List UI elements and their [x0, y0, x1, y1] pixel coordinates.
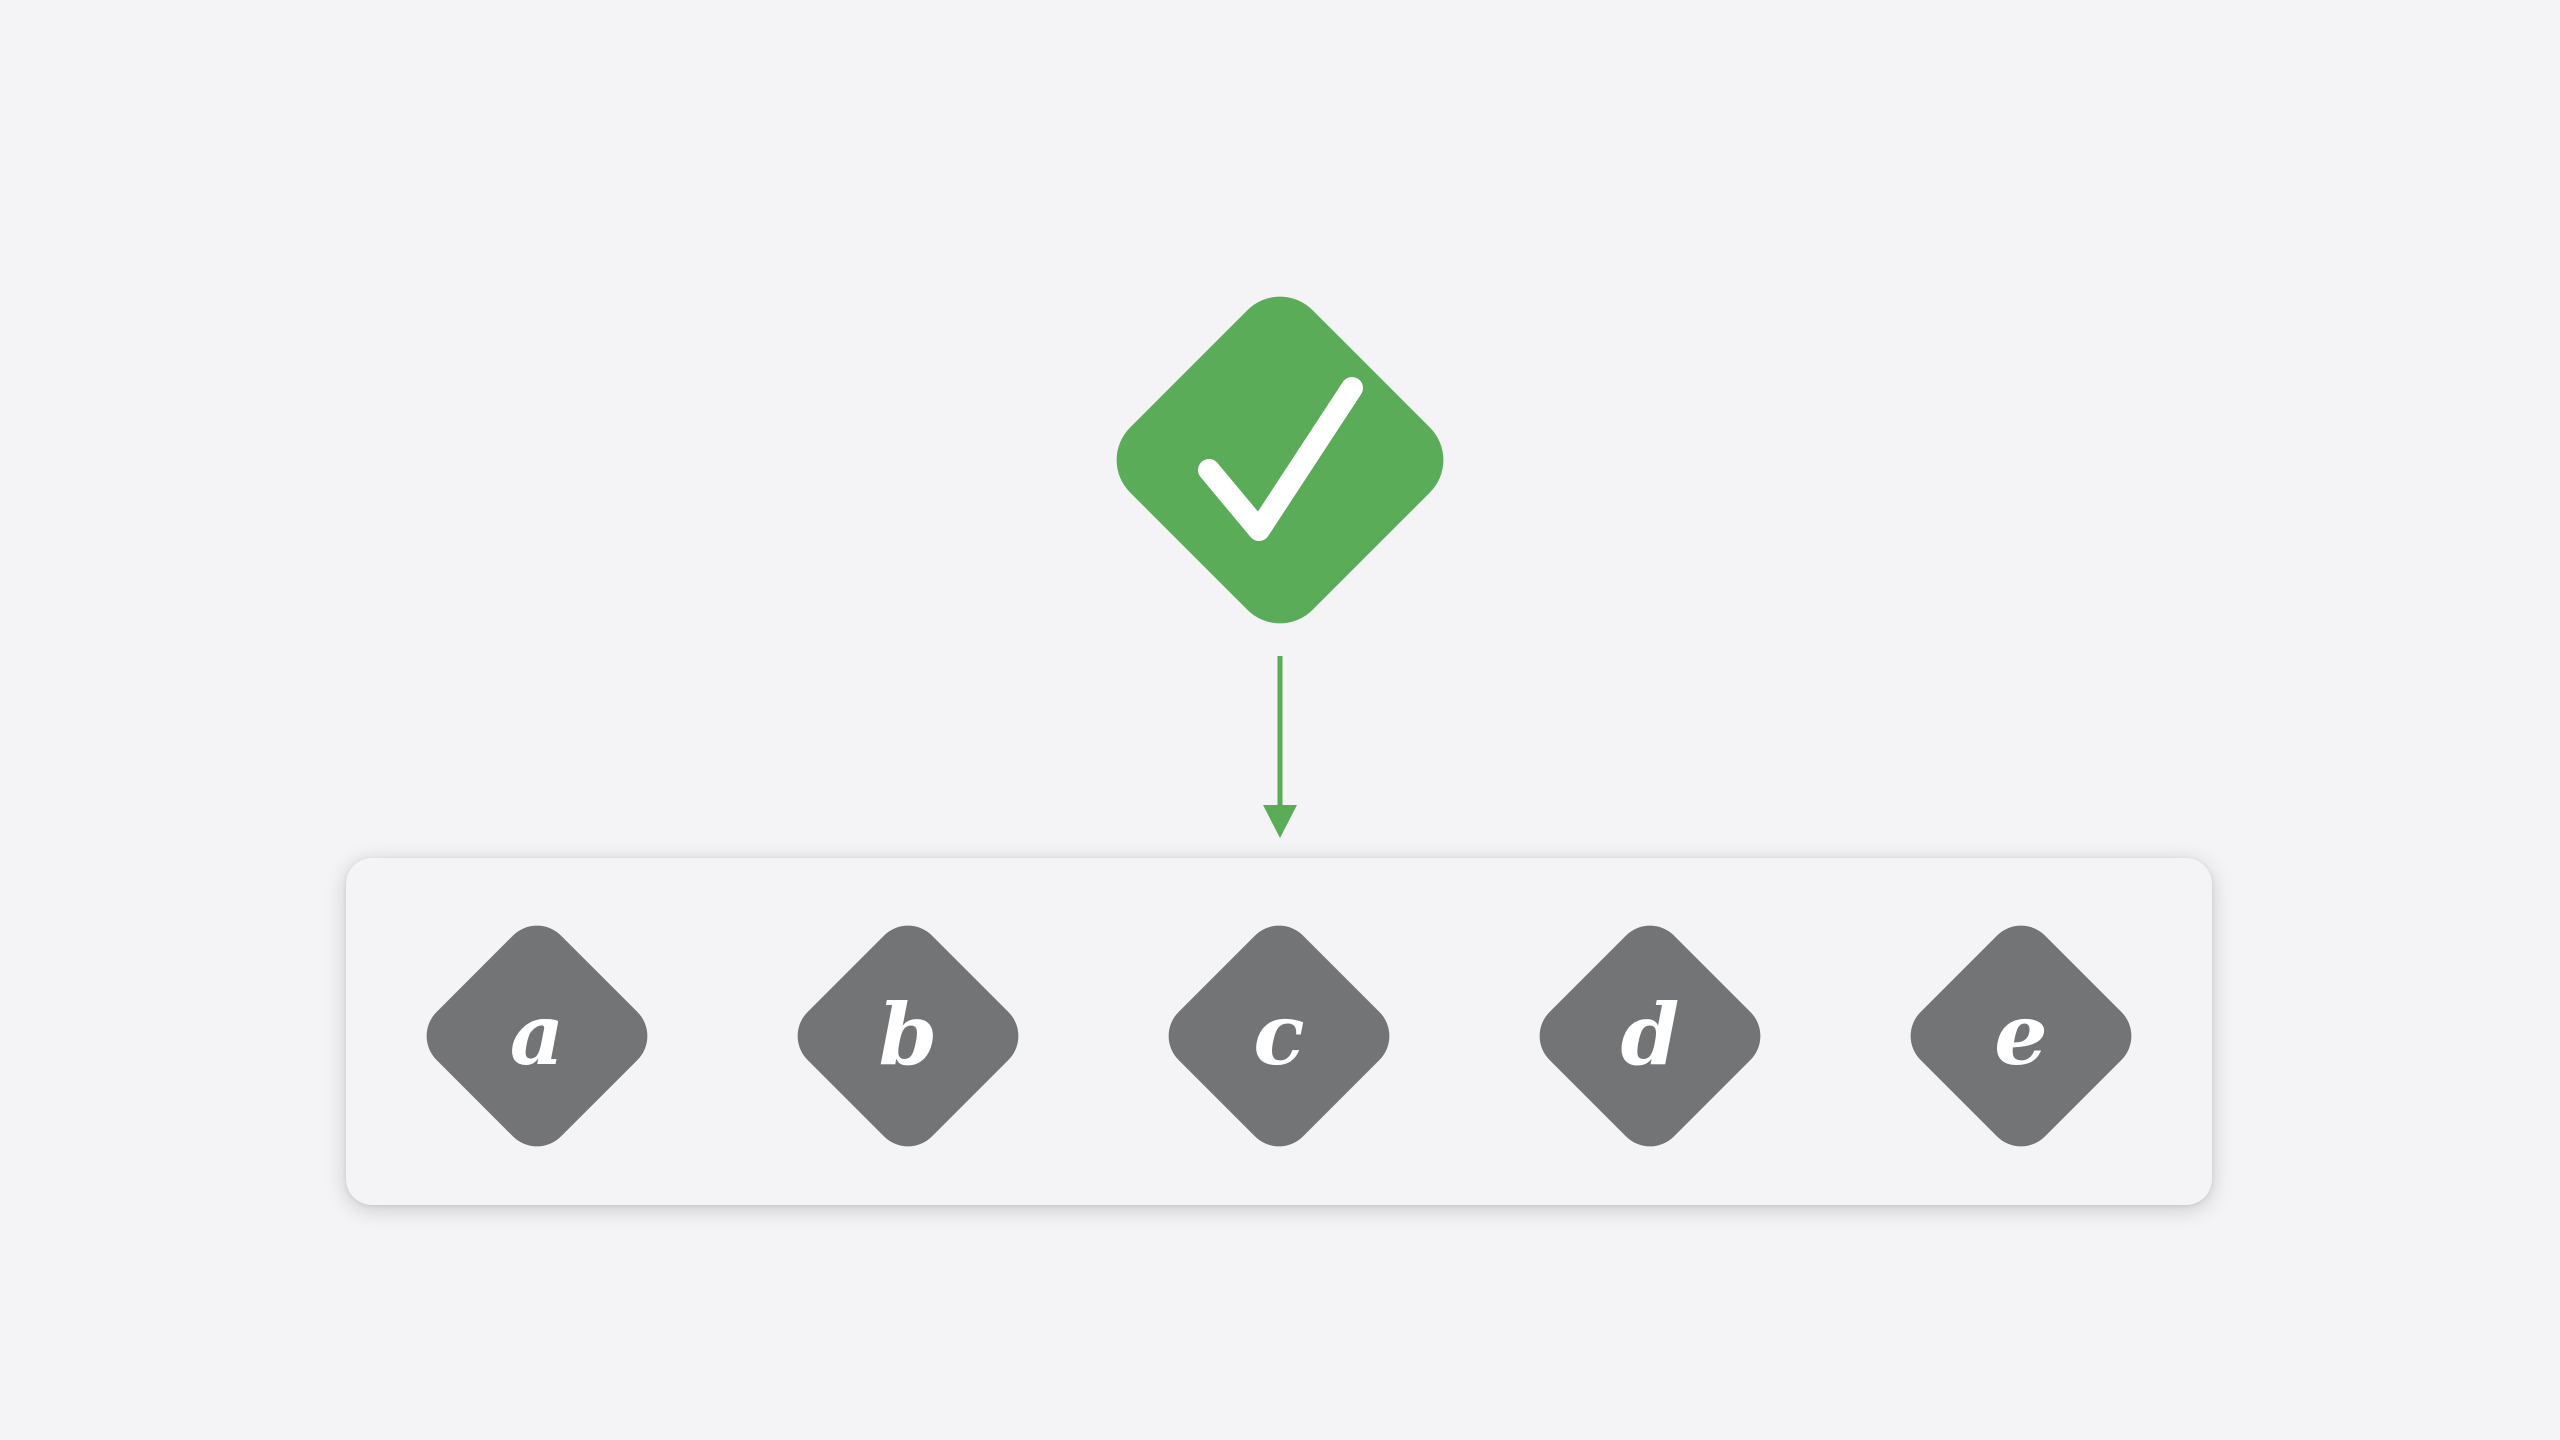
child-node-label: d [1621, 985, 1680, 1084]
child-node-shape [1168, 925, 1390, 1147]
parent-node-shape [1116, 296, 1444, 624]
child-node-label: a [510, 985, 564, 1084]
child-node-d[interactable]: d [1526, 912, 1775, 1161]
parent-node[interactable] [1098, 278, 1463, 643]
child-nodes: a b c d e [413, 912, 2146, 1161]
child-node-label: e [1994, 985, 2047, 1084]
arrowhead-icon [1263, 805, 1297, 838]
edge-parent-to-children [1263, 656, 1297, 838]
child-node-shape [797, 925, 1019, 1147]
checkmark-icon [1198, 377, 1363, 541]
child-node-a[interactable]: a [413, 912, 662, 1161]
child-node-label: b [879, 985, 938, 1084]
child-node-shape [426, 925, 648, 1147]
child-node-label: c [1253, 985, 1304, 1084]
child-node-shape [1539, 925, 1761, 1147]
child-node-c[interactable]: c [1155, 912, 1404, 1161]
child-node-e[interactable]: e [1897, 912, 2146, 1161]
child-node-b[interactable]: b [784, 912, 1033, 1161]
child-node-shape [1910, 925, 2132, 1147]
